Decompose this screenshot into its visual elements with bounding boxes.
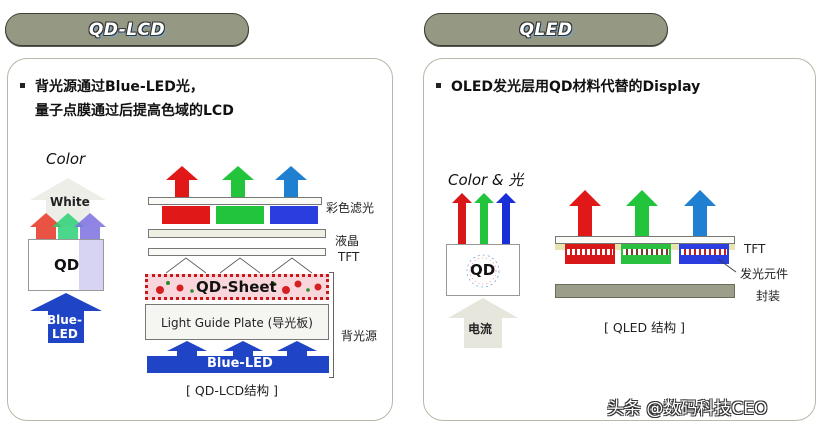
- white-light-arrow-icon: [28, 176, 108, 226]
- qled-green-arrow-icon: [625, 190, 659, 236]
- blue-led-label-2: LED: [52, 327, 78, 341]
- red-output-arrow-icon: [165, 166, 199, 198]
- green-output-arrow-icon: [221, 166, 255, 198]
- emitter-label: 发光元件: [740, 267, 789, 281]
- qled-bullet: OLED发光层用QD材料代替的Display: [436, 75, 700, 99]
- rgb-mixed-arrows-icon: [28, 212, 110, 242]
- qd-sheet-label: QD-Sheet: [196, 278, 277, 296]
- green-filter: [216, 206, 264, 224]
- red-emitter: [565, 244, 615, 264]
- blue-led-arrow-icon: [28, 293, 104, 343]
- blue-led-label-1: Blue-: [47, 313, 82, 327]
- qled-title: QLED: [519, 19, 573, 40]
- qled-tft-layer: [555, 236, 735, 244]
- backlight-label: 背光源: [341, 329, 378, 343]
- rgb-direct-arrows-icon: [450, 193, 520, 245]
- light-guide-plate: Light Guide Plate (导光板): [145, 304, 329, 340]
- qled-color-light-label: Color & 光: [448, 171, 524, 189]
- encapsulation-label: 封装: [756, 289, 781, 303]
- blue-led-bar-label: Blue-LED: [207, 356, 273, 371]
- qled-header: QLED: [424, 13, 668, 46]
- qd-lcd-color-label: Color: [46, 150, 86, 168]
- qled-qd-box: QD: [446, 244, 520, 296]
- liquid-crystal-layer: [148, 229, 326, 238]
- bullet-square-icon: [436, 82, 441, 88]
- bullet-square-icon: [20, 82, 25, 88]
- green-emitter: [621, 244, 671, 264]
- blue-output-arrow-icon: [274, 166, 308, 198]
- color-filter-glass: [148, 197, 322, 205]
- qd-sheet: QD-Sheet: [145, 274, 329, 300]
- qled-red-arrow-icon: [568, 190, 602, 236]
- qled-caption: [ QLED 结构 ]: [604, 320, 685, 335]
- blue-emitter: [679, 244, 729, 264]
- qd-lcd-header: QD-LCD: [5, 13, 249, 46]
- qled-tft-label: TFT: [744, 242, 766, 256]
- qled-qd-label: QD: [470, 261, 496, 279]
- encapsulation-layer: [555, 284, 735, 298]
- watermark: 头条 @数码科技CEO: [607, 399, 768, 419]
- qd-lcd-bullet: 背光源通过Blue-LED光， 量子点膜通过后提高色域的LCD: [20, 75, 234, 123]
- qled-blue-arrow-icon: [683, 190, 717, 236]
- color-filter-label: 彩色滤光: [326, 201, 375, 215]
- light-diffusion-lines: [165, 256, 326, 278]
- liquid-crystal-label: 液晶: [335, 234, 360, 248]
- red-filter: [162, 206, 210, 224]
- qd-label: QD: [54, 256, 80, 274]
- backlight-bracket: [329, 272, 334, 378]
- tft-layer-left: [148, 248, 326, 256]
- qd-film-box: QD: [28, 239, 104, 291]
- white-label: White: [50, 195, 90, 209]
- qd-lcd-title: QD-LCD: [88, 19, 166, 40]
- light-guide-plate-label: Light Guide Plate (导光板): [160, 315, 313, 330]
- current-arrow-icon: [446, 298, 520, 348]
- blue-filter: [270, 206, 318, 224]
- tft-label-left: TFT: [338, 250, 360, 264]
- current-label: 电流: [468, 322, 493, 336]
- qd-lcd-caption: [ QD-LCD结构 ]: [186, 383, 278, 398]
- emitter-pointer-line: [717, 258, 738, 277]
- blue-led-bar: Blue-LED: [145, 341, 331, 377]
